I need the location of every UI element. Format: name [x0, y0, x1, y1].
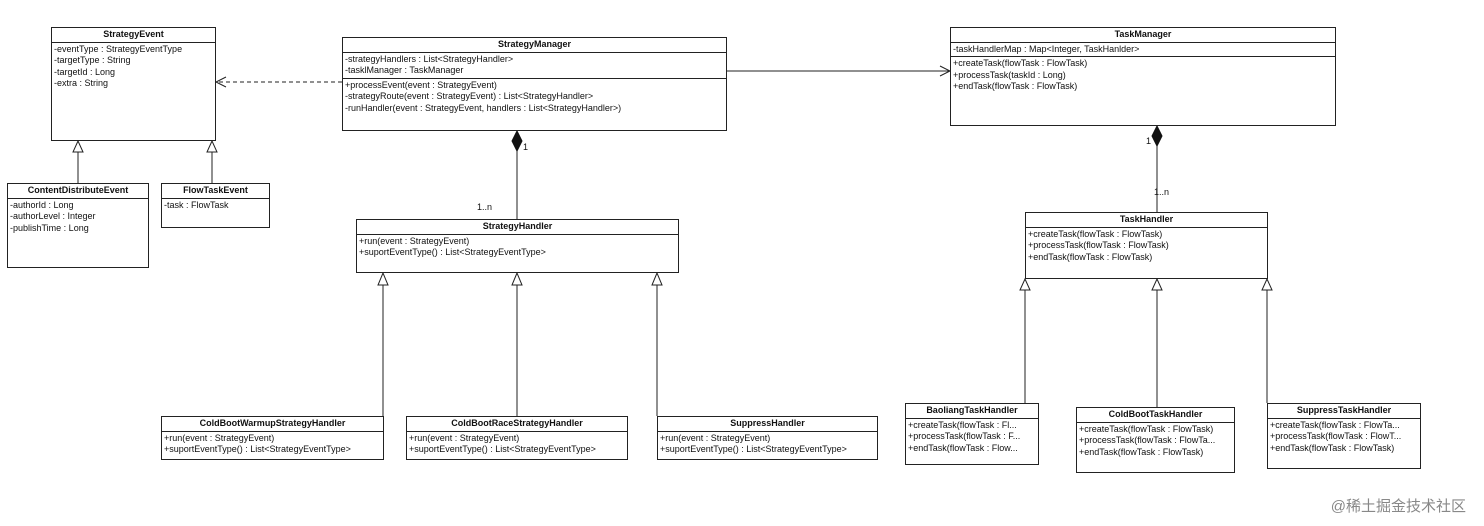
generalization-triangle — [72, 139, 84, 153]
class-cold-boot-task-handler: ColdBootTaskHandler +createTask(flowTask… — [1076, 407, 1235, 473]
dependency-arrowhead — [214, 76, 227, 88]
composition-diamond — [511, 129, 523, 153]
operation: +suportEventType() : List<StrategyEventT… — [409, 444, 596, 454]
operation: +processEvent(event : StrategyEvent) — [345, 79, 497, 90]
attribute: -publishTime : Long — [10, 222, 89, 233]
generalization-triangle — [1261, 277, 1273, 291]
class-name: FlowTaskEvent — [162, 184, 269, 199]
operation: +run(event : StrategyEvent) — [359, 235, 470, 246]
multiplicity-task-handler: 1..n — [1154, 187, 1170, 197]
attribute: -tasklManager : TaskManager — [345, 65, 464, 75]
operation: +processTask(flowTask : FlowTask) — [1028, 240, 1169, 250]
attribute: -targetType : String — [54, 55, 131, 65]
operation: +run(event : StrategyEvent) — [409, 432, 520, 443]
multiplicity-strategy-manager: 1 — [523, 142, 529, 152]
operation: +processTask(taskId : Long) — [953, 69, 1066, 80]
generalization-triangle — [651, 271, 663, 286]
multiplicity-strategy-handler: 1..n — [477, 202, 493, 212]
class-task-handler: TaskHandler +createTask(flowTask : FlowT… — [1025, 212, 1268, 279]
operation: +endTask(flowTask : Flow... — [908, 442, 1018, 453]
class-flow-task-event: FlowTaskEvent -task : FlowTask — [161, 183, 270, 228]
operation: -runHandler(event : StrategyEvent, handl… — [345, 102, 622, 113]
operations-section: +createTask(flowTask : FlowTask) +proces… — [1077, 423, 1234, 460]
operation: +suportEventType() : List<StrategyEventT… — [660, 444, 847, 454]
operations-section: +processEvent(event : StrategyEvent) -st… — [343, 77, 726, 116]
operations-section: +createTask(flowTask : Fl... +processTas… — [906, 419, 1038, 456]
class-task-manager: TaskManager -taskHandlerMap : Map<Intege… — [950, 27, 1336, 126]
class-name: StrategyEvent — [52, 28, 215, 43]
operation: +processTask(flowTask : FlowTa... — [1079, 435, 1216, 445]
generalization-triangle — [206, 139, 218, 153]
class-name: SuppressHandler — [658, 417, 877, 432]
class-strategy-manager: StrategyManager -strategyHandlers : List… — [342, 37, 727, 131]
class-name: ContentDistributeEvent — [8, 184, 148, 199]
operations-section: +createTask(flowTask : FlowTa... +proces… — [1268, 419, 1420, 456]
class-name: StrategyManager — [343, 38, 726, 53]
class-baoliang-task-handler: BaoliangTaskHandler +createTask(flowTask… — [905, 403, 1039, 465]
attribute: -strategyHandlers : List<StrategyHandler… — [345, 53, 514, 64]
generalization-triangle — [377, 271, 389, 286]
class-name: TaskManager — [951, 28, 1335, 43]
class-strategy-handler: StrategyHandler +run(event : StrategyEve… — [356, 219, 679, 273]
attributes-section: -eventType : StrategyEventType -targetTy… — [52, 43, 215, 91]
operations-section: +run(event : StrategyEvent) +suportEvent… — [407, 432, 627, 457]
class-strategy-event: StrategyEvent -eventType : StrategyEvent… — [51, 27, 216, 141]
operation: +createTask(flowTask : FlowTask) — [1079, 423, 1214, 434]
operation: +suportEventType() : List<StrategyEventT… — [164, 444, 351, 454]
attribute: -authorLevel : Integer — [10, 211, 96, 221]
attribute: -extra : String — [54, 78, 109, 88]
multiplicity-task-manager: 1 — [1146, 136, 1152, 146]
operation: +endTask(flowTask : FlowTask) — [953, 81, 1078, 91]
attribute: -task : FlowTask — [164, 199, 229, 210]
operation: +run(event : StrategyEvent) — [164, 432, 275, 443]
attributes-section: -authorId : Long -authorLevel : Integer … — [8, 199, 148, 236]
operation: +endTask(flowTask : FlowTask) — [1270, 442, 1395, 453]
class-name: TaskHandler — [1026, 213, 1267, 228]
operations-section: +run(event : StrategyEvent) +suportEvent… — [162, 432, 383, 457]
attribute: -targetId : Long — [54, 66, 116, 77]
class-cold-boot-race-strategy-handler: ColdBootRaceStrategyHandler +run(event :… — [406, 416, 628, 460]
class-name: StrategyHandler — [357, 220, 678, 235]
operations-section: +run(event : StrategyEvent) +suportEvent… — [357, 235, 678, 260]
operation: +processTask(flowTask : FlowT... — [1270, 431, 1402, 441]
operation: -strategyRoute(event : StrategyEvent) : … — [345, 91, 594, 101]
attribute: -eventType : StrategyEventType — [54, 43, 183, 54]
operation: +endTask(flowTask : FlowTask) — [1079, 446, 1204, 457]
operation: +createTask(flowTask : Fl... — [908, 419, 1017, 430]
operation: +suportEventType() : List<StrategyEventT… — [359, 247, 546, 257]
generalization-triangle — [1019, 277, 1031, 291]
operations-section: +createTask(flowTask : FlowTask) +proces… — [1026, 228, 1267, 265]
class-content-distribute-event: ContentDistributeEvent -authorId : Long … — [7, 183, 149, 268]
composition-diamond — [1151, 124, 1163, 148]
class-suppress-task-handler: SuppressTaskHandler +createTask(flowTask… — [1267, 403, 1421, 469]
class-suppress-handler: SuppressHandler +run(event : StrategyEve… — [657, 416, 878, 460]
class-cold-boot-warmup-strategy-handler: ColdBootWarmupStrategyHandler +run(event… — [161, 416, 384, 460]
class-name: ColdBootRaceStrategyHandler — [407, 417, 627, 432]
attribute: -authorId : Long — [10, 199, 74, 210]
class-name: SuppressTaskHandler — [1268, 404, 1420, 419]
class-name: ColdBootWarmupStrategyHandler — [162, 417, 383, 432]
watermark: @稀土掘金技术社区 — [1330, 498, 1466, 515]
operation: +createTask(flowTask : FlowTask) — [1028, 228, 1163, 239]
class-name: ColdBootTaskHandler — [1077, 408, 1234, 423]
operations-section: +createTask(flowTask : FlowTask) +proces… — [951, 56, 1335, 94]
operation: +endTask(flowTask : FlowTask) — [1028, 251, 1153, 262]
attributes-section: -taskHandlerMap : Map<Integer, TaskHanld… — [951, 43, 1335, 57]
operations-section: +run(event : StrategyEvent) +suportEvent… — [658, 432, 877, 457]
generalization-triangle — [1151, 277, 1163, 291]
operation: +createTask(flowTask : FlowTask) — [953, 58, 1088, 68]
operation: +processTask(flowTask : F... — [908, 431, 1021, 441]
class-name: BaoliangTaskHandler — [906, 404, 1038, 419]
operation: +run(event : StrategyEvent) — [660, 432, 771, 443]
attributes-section: -task : FlowTask — [162, 199, 269, 213]
operation: +createTask(flowTask : FlowTa... — [1270, 419, 1400, 430]
generalization-triangle — [511, 271, 523, 286]
attributes-section: -strategyHandlers : List<StrategyHandler… — [343, 53, 726, 78]
attribute: -taskHandlerMap : Map<Integer, TaskHanld… — [953, 43, 1140, 54]
